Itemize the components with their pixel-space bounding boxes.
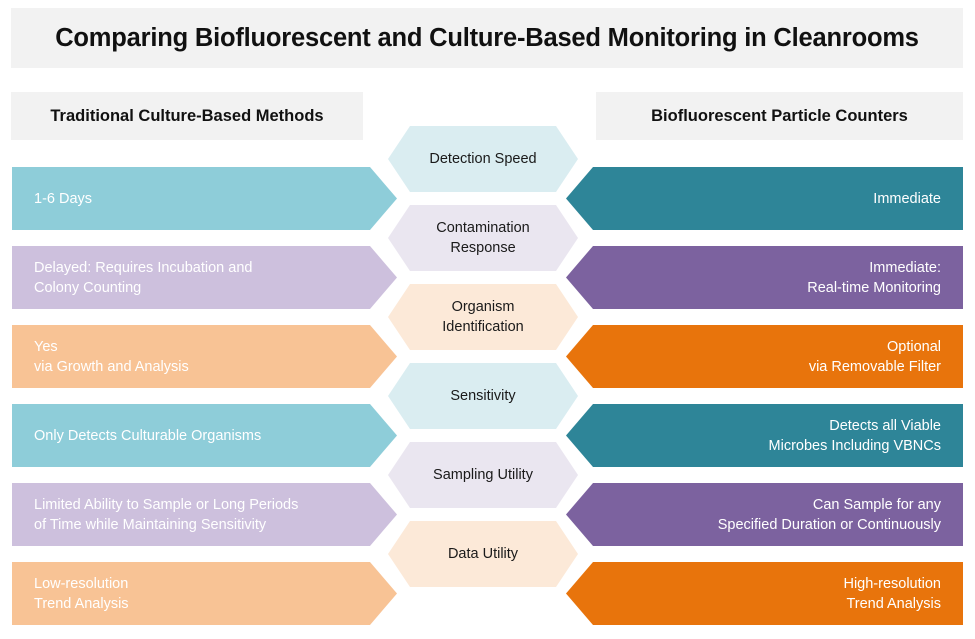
category-label-6: Data Utility [388, 521, 578, 587]
row-1-left-value: 1-6 Days [12, 167, 397, 230]
row-1-right-value: Immediate [566, 167, 963, 230]
row-4-left-text: Only Detects Culturable Organisms [34, 427, 262, 444]
category-label-1-text: Detection Speed [429, 151, 537, 167]
category-label-4: Sensitivity [388, 363, 578, 429]
row-1-right-text: Immediate [873, 190, 941, 207]
row-2-right-text: Immediate:Real-time Monitoring [807, 259, 941, 296]
column-header-left-label: Traditional Culture-Based Methods [50, 106, 324, 125]
page-title: Comparing Biofluorescent and Culture-Bas… [55, 23, 919, 52]
row-2-right-value: Immediate:Real-time Monitoring [566, 246, 963, 309]
column-header-right-label: Biofluorescent Particle Counters [651, 106, 908, 125]
category-label-4-text: Sensitivity [450, 388, 516, 404]
category-label-6-text: Data Utility [447, 546, 519, 562]
row-4-left-value: Only Detects Culturable Organisms [12, 404, 397, 467]
row-5-left-text: Limited Ability to Sample or Long Period… [34, 496, 299, 533]
page-title-bar: Comparing Biofluorescent and Culture-Bas… [11, 8, 963, 68]
category-label-5: Sampling Utility [388, 442, 578, 508]
row-5-left-value: Limited Ability to Sample or Long Period… [12, 483, 397, 546]
row-1-left-text: 1-6 Days [34, 190, 93, 207]
column-header-left: Traditional Culture-Based Methods [11, 92, 363, 140]
category-label-1: Detection Speed [388, 126, 578, 192]
column-header-right: Biofluorescent Particle Counters [596, 92, 963, 140]
category-label-5-text: Sampling Utility [433, 467, 533, 483]
